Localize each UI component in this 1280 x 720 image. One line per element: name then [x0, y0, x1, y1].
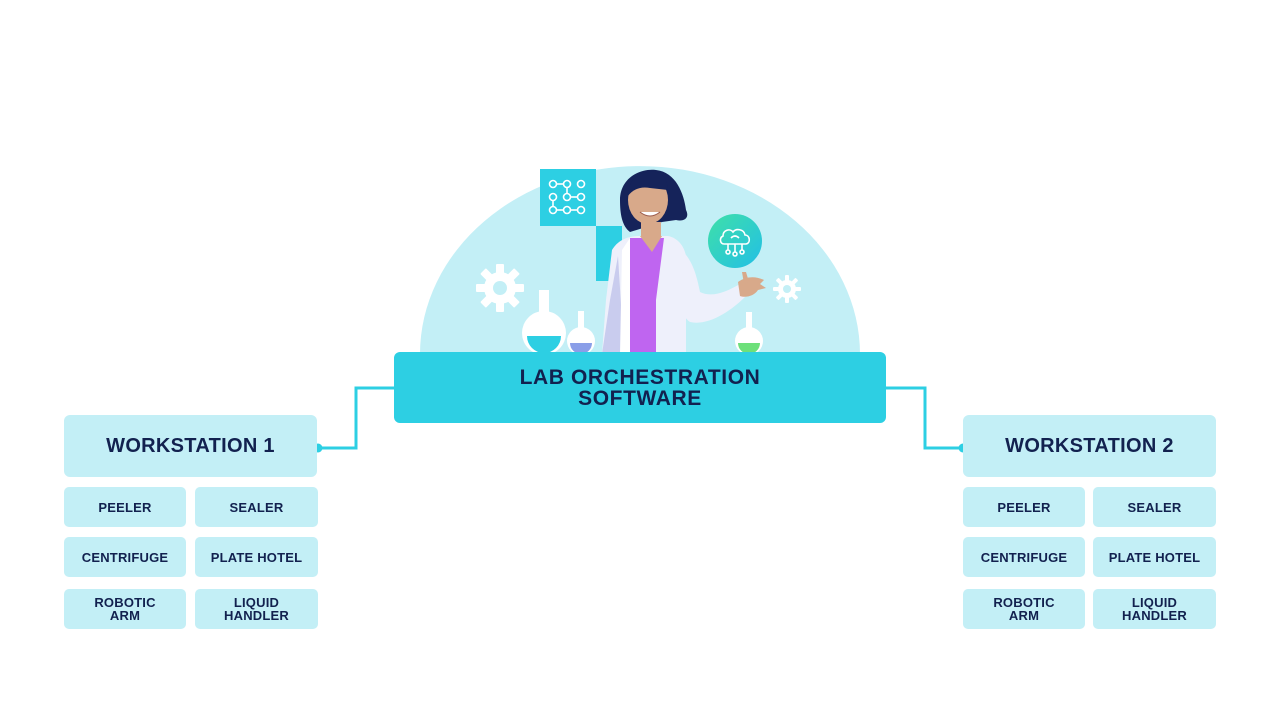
gear-icon: [476, 264, 524, 312]
scientist-figure: [602, 169, 766, 354]
flask-icon-medium: [567, 311, 595, 355]
device-label: SEALER: [229, 499, 284, 515]
device-centrifuge-ws2[interactable]: CENTRIFUGE: [963, 537, 1085, 577]
device-plate-hotel-ws2[interactable]: PLATE HOTEL: [1093, 537, 1216, 577]
device-label: CENTRIFUGE: [980, 549, 1068, 565]
connector-left: [318, 386, 394, 450]
device-peeler-ws2[interactable]: PEELER: [963, 487, 1085, 527]
device-sealer-ws2[interactable]: SEALER: [1093, 487, 1216, 527]
workstation-1-label: WORKSTATION 1: [106, 434, 275, 457]
device-liquid-handler-ws1[interactable]: LIQUID HANDLER: [195, 589, 318, 629]
device-label: PLATE HOTEL: [1108, 549, 1201, 565]
device-robotic-arm-ws1[interactable]: ROBOTIC ARM: [64, 589, 186, 629]
device-label: SEALER: [1127, 499, 1182, 515]
device-label: LIQUID HANDLER: [224, 595, 289, 623]
device-label: PEELER: [997, 499, 1051, 515]
cloud-network-icon: [708, 214, 762, 268]
device-centrifuge-ws1[interactable]: CENTRIFUGE: [64, 537, 186, 577]
device-label: ROBOTIC ARM: [94, 595, 156, 623]
lab-orchestration-title-box[interactable]: LAB ORCHESTRATION SOFTWARE: [394, 352, 886, 423]
connector-right: [886, 386, 963, 450]
device-label: PLATE HOTEL: [210, 549, 303, 565]
device-label: CENTRIFUGE: [81, 549, 169, 565]
device-plate-hotel-ws1[interactable]: PLATE HOTEL: [195, 537, 318, 577]
title-line-2: SOFTWARE: [578, 386, 702, 410]
workstation-2-label: WORKSTATION 2: [1005, 434, 1174, 457]
device-label: LIQUID HANDLER: [1122, 595, 1187, 623]
device-peeler-ws1[interactable]: PEELER: [64, 487, 186, 527]
device-liquid-handler-ws2[interactable]: LIQUID HANDLER: [1093, 589, 1216, 629]
workstation-1-header[interactable]: WORKSTATION 1: [64, 415, 317, 477]
device-label: ROBOTIC ARM: [993, 595, 1055, 623]
device-sealer-ws1[interactable]: SEALER: [195, 487, 318, 527]
flask-icon-small: [735, 312, 763, 355]
gear-icon-small: [773, 275, 801, 303]
flask-icon-large: [522, 290, 566, 355]
device-label: PEELER: [98, 499, 152, 515]
title-line-1: LAB ORCHESTRATION: [519, 365, 761, 389]
workstation-2-header[interactable]: WORKSTATION 2: [963, 415, 1216, 477]
device-robotic-arm-ws2[interactable]: ROBOTIC ARM: [963, 589, 1085, 629]
